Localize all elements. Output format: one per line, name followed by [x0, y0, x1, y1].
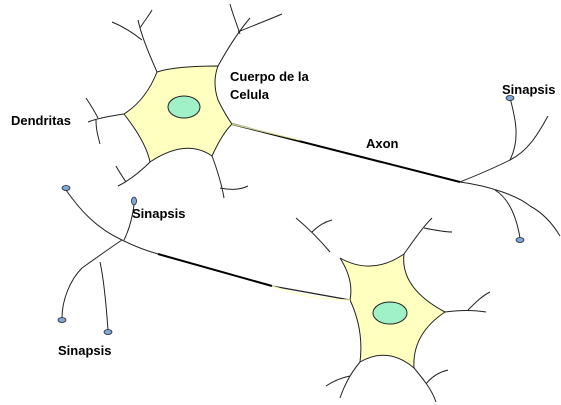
synapse-terminal-middle — [132, 197, 137, 205]
upper-axon-hillock — [232, 124, 300, 140]
lower-neuron — [58, 186, 490, 403]
upper-nucleus — [168, 96, 200, 118]
label-synapse-top-right: Sinapsis — [502, 82, 555, 97]
label-dendrites: Dendritas — [11, 113, 71, 128]
synapse-terminal-lower-top — [62, 186, 70, 191]
synapse-terminal-lower-left — [58, 318, 66, 323]
synapse-terminal-right — [516, 238, 524, 243]
upper-axon-terminals — [460, 98, 560, 238]
lower-dendrites — [62, 190, 490, 402]
lower-axon — [158, 254, 272, 286]
synapse-terminal-lower-mid — [104, 330, 112, 335]
lower-axon-hillock — [272, 286, 350, 300]
label-synapse-bottom-left: Sinapsis — [58, 343, 111, 358]
label-cell-body-line2: Celula — [230, 87, 270, 102]
label-cell-body-line1: Cuerpo de la — [230, 69, 310, 84]
lower-nucleus — [373, 302, 407, 324]
label-axon: Axon — [366, 136, 399, 151]
label-synapse-middle: Sinapsis — [132, 206, 185, 221]
